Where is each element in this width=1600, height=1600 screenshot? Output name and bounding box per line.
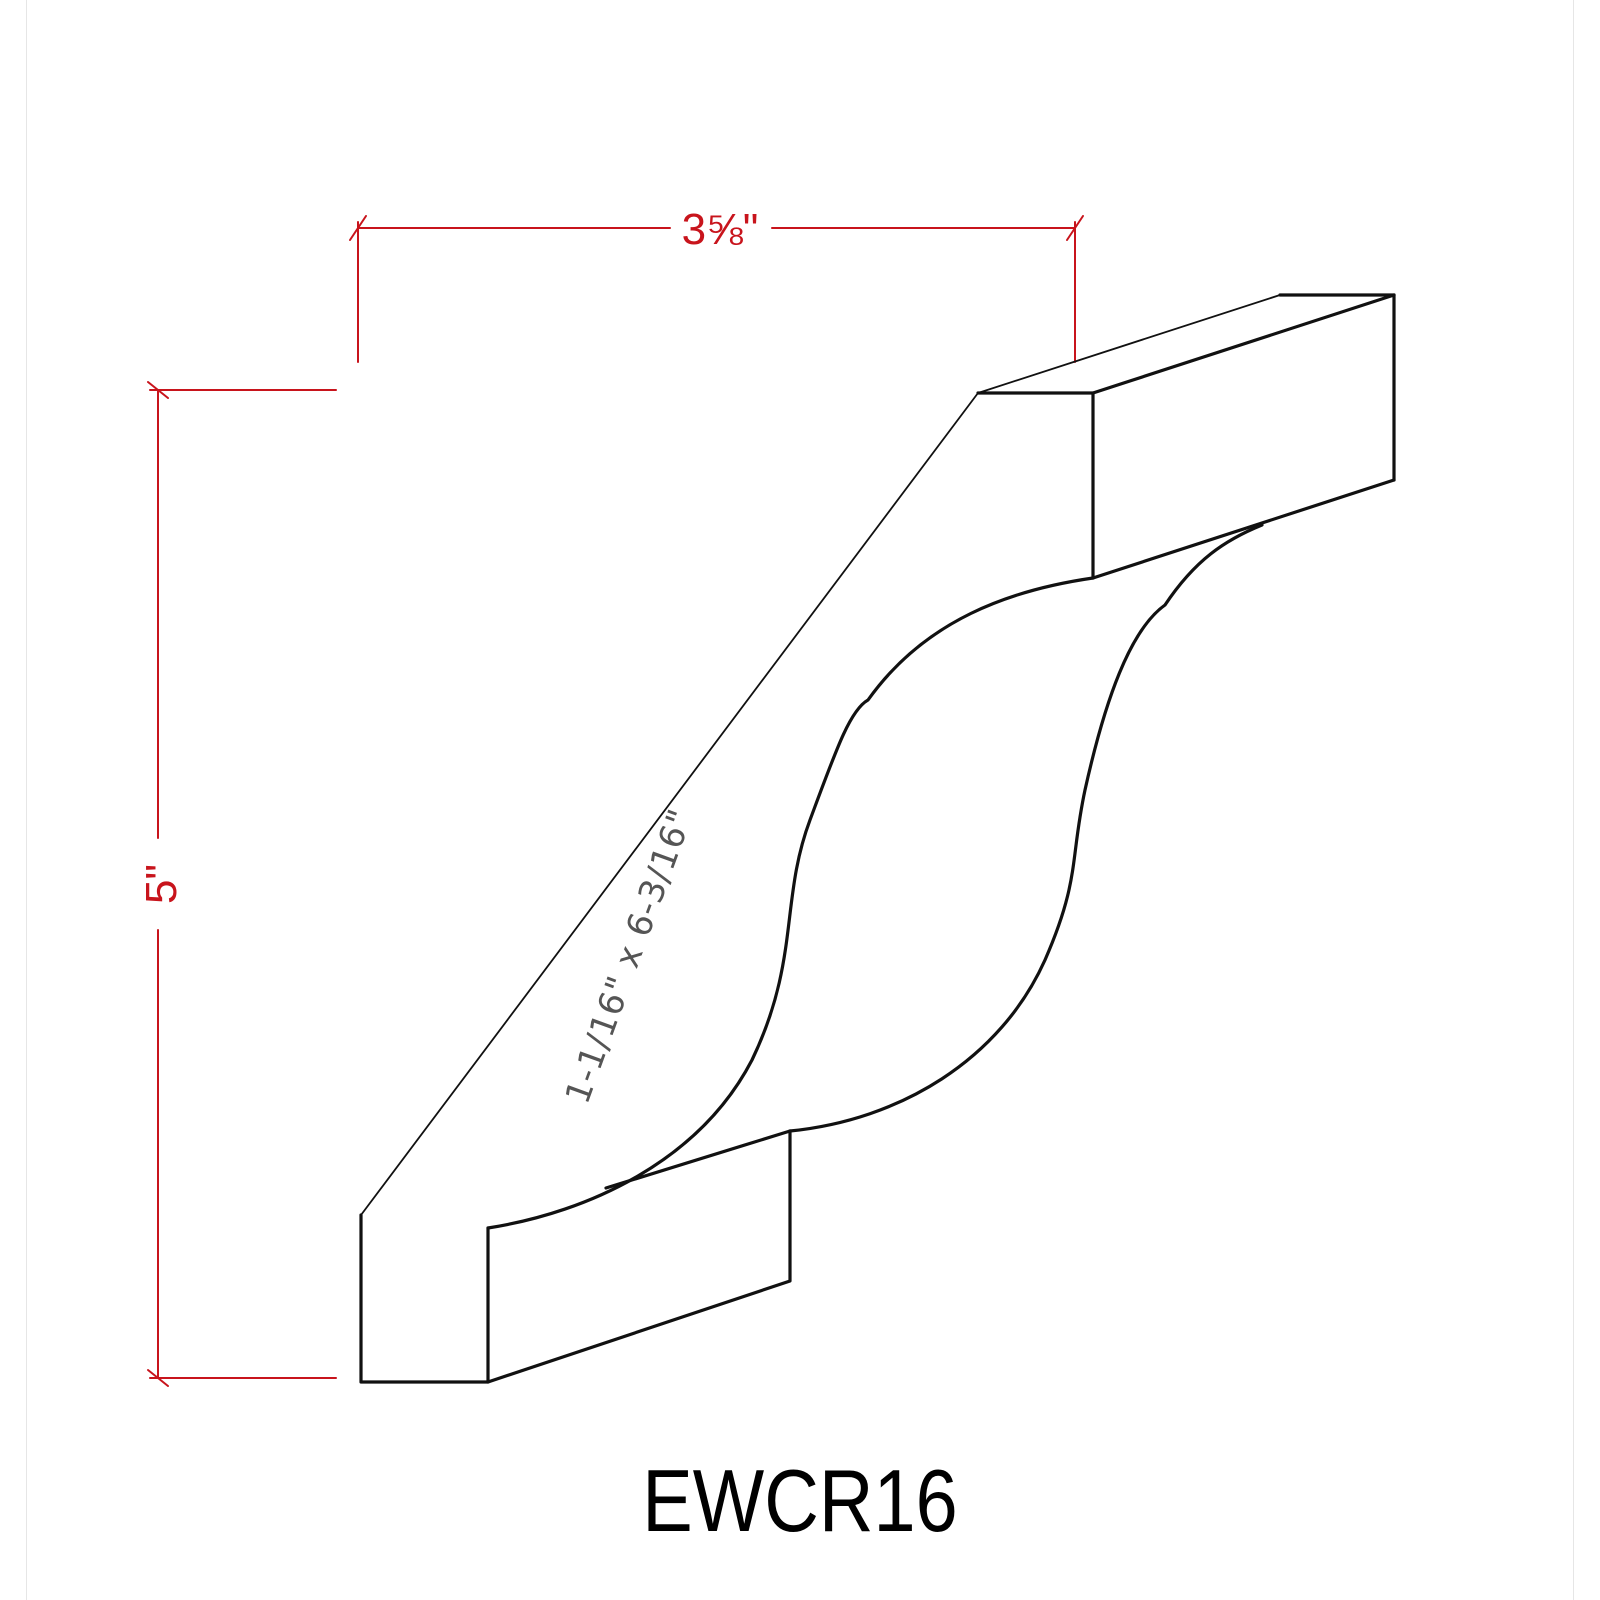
profile-top-back-edge [977, 294, 1281, 394]
height-tick-bottom [147, 1369, 169, 1387]
profile-top-bottom-edge [1091, 478, 1396, 580]
width-tick-right [1066, 215, 1084, 241]
height-tick-top [147, 381, 169, 399]
width-dimension: 3⅝" [349, 205, 1084, 363]
profile-bottom-left-block [359, 1213, 490, 1384]
height-dimension: 5" [137, 381, 337, 1387]
profile-front-s-curve [486, 576, 1095, 1230]
sheet-edge-left [26, 0, 27, 1600]
sheet-edge-right [1573, 0, 1574, 1600]
profile-top-front-edge [1091, 293, 1396, 395]
profile-rear-s-curve [788, 523, 1264, 1133]
width-dimension-label: 3⅝" [682, 205, 759, 254]
height-dimension-label: 5" [137, 864, 186, 904]
size-spec-label: 1-1/16" x 6-3/16" [558, 804, 702, 1109]
width-tick-left [349, 215, 367, 241]
profile-top-block-face [976, 391, 1095, 580]
profile-bottom-flange [486, 1129, 792, 1384]
model-number: EWCR16 [642, 1451, 958, 1550]
molding-profile [359, 293, 1396, 1384]
profile-back-diagonal [360, 392, 979, 1216]
